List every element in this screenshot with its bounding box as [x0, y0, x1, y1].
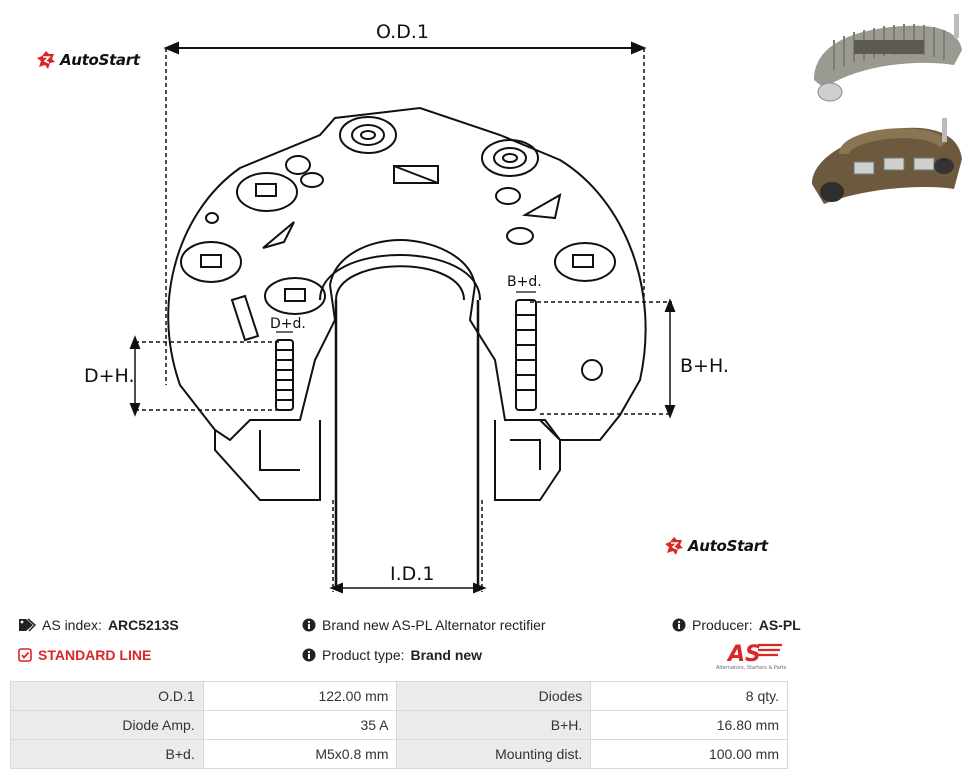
producer-label: Producer: — [692, 617, 753, 633]
spec-key: Diodes — [396, 681, 592, 711]
spec-value: 122.00 mm — [202, 681, 398, 711]
autostart-logo-text: AutoStart — [688, 537, 768, 555]
product-type-label: Product type: — [322, 647, 405, 663]
spec-value: 8 qty. — [590, 681, 788, 711]
spec-key: B+H. — [396, 710, 592, 740]
product-type-line: Product type: Brand new — [302, 647, 482, 663]
producer-value: AS-PL — [758, 617, 801, 633]
spec-key: O.D.1 — [10, 681, 204, 711]
bh-dimension-label: B+H. — [680, 355, 729, 377]
table-row: Diode Amp. 35 A B+H. 16.80 mm — [10, 710, 788, 740]
id-dimension-label: I.D.1 — [390, 563, 434, 585]
table-row: B+d. M5x0.8 mm Mounting dist. 100.00 mm — [10, 739, 788, 769]
as-index-line: AS index: ARC5213S — [18, 617, 179, 633]
table-row: O.D.1 122.00 mm Diodes 8 qty. — [10, 681, 788, 711]
tags-icon — [19, 618, 36, 632]
autostart-logo-top: AutoStart — [36, 50, 140, 70]
product-line-label: STANDARD LINE — [38, 647, 152, 663]
check-square-icon — [18, 648, 32, 662]
autostart-mark-icon — [665, 537, 683, 555]
product-photo-bottom — [812, 118, 962, 204]
as-index-label: AS index: — [42, 617, 102, 633]
spec-value: 100.00 mm — [590, 739, 788, 769]
rectifier-technical-drawing: O.D.1 D+H. B+H. I.D.1 B+d. D+d. — [84, 21, 729, 594]
info-circle-icon — [302, 618, 316, 632]
spec-key: B+d. — [10, 739, 204, 769]
spec-value: M5x0.8 mm — [202, 739, 398, 769]
as-pl-logo-mark: AS — [726, 642, 761, 667]
autostart-logo-bottom: AutoStart — [664, 536, 768, 556]
autostart-logo-text: AutoStart — [60, 51, 140, 69]
dh-dimension-label: D+H. — [84, 365, 135, 387]
info-circle-icon — [302, 648, 316, 662]
as-pl-logo: AS Alternators, Starters & Parts — [716, 642, 787, 671]
description-text: Brand new AS-PL Alternator rectifier — [322, 617, 546, 633]
specs-table: O.D.1 122.00 mm Diodes 8 qty. Diode Amp.… — [10, 681, 788, 769]
producer-line: Producer: AS-PL — [672, 617, 801, 633]
spec-value: 16.80 mm — [590, 710, 788, 740]
product-type-value: Brand new — [410, 647, 483, 663]
description-line: Brand new AS-PL Alternator rectifier — [302, 617, 546, 633]
as-pl-logo-tagline: Alternators, Starters & Parts — [716, 665, 787, 671]
autostart-mark-icon — [37, 51, 55, 69]
dd-dimension-label: D+d. — [270, 316, 306, 332]
spec-key: Diode Amp. — [10, 710, 204, 740]
as-index-value: ARC5213S — [107, 617, 179, 633]
product-line-badge: STANDARD LINE — [18, 647, 151, 663]
od-dimension-label: O.D.1 — [376, 21, 429, 43]
spec-value: 35 A — [202, 710, 398, 740]
bd-dimension-label: B+d. — [507, 274, 542, 290]
spec-key: Mounting dist. — [396, 739, 592, 769]
info-circle-icon — [672, 618, 686, 632]
product-photo-top — [814, 14, 962, 102]
